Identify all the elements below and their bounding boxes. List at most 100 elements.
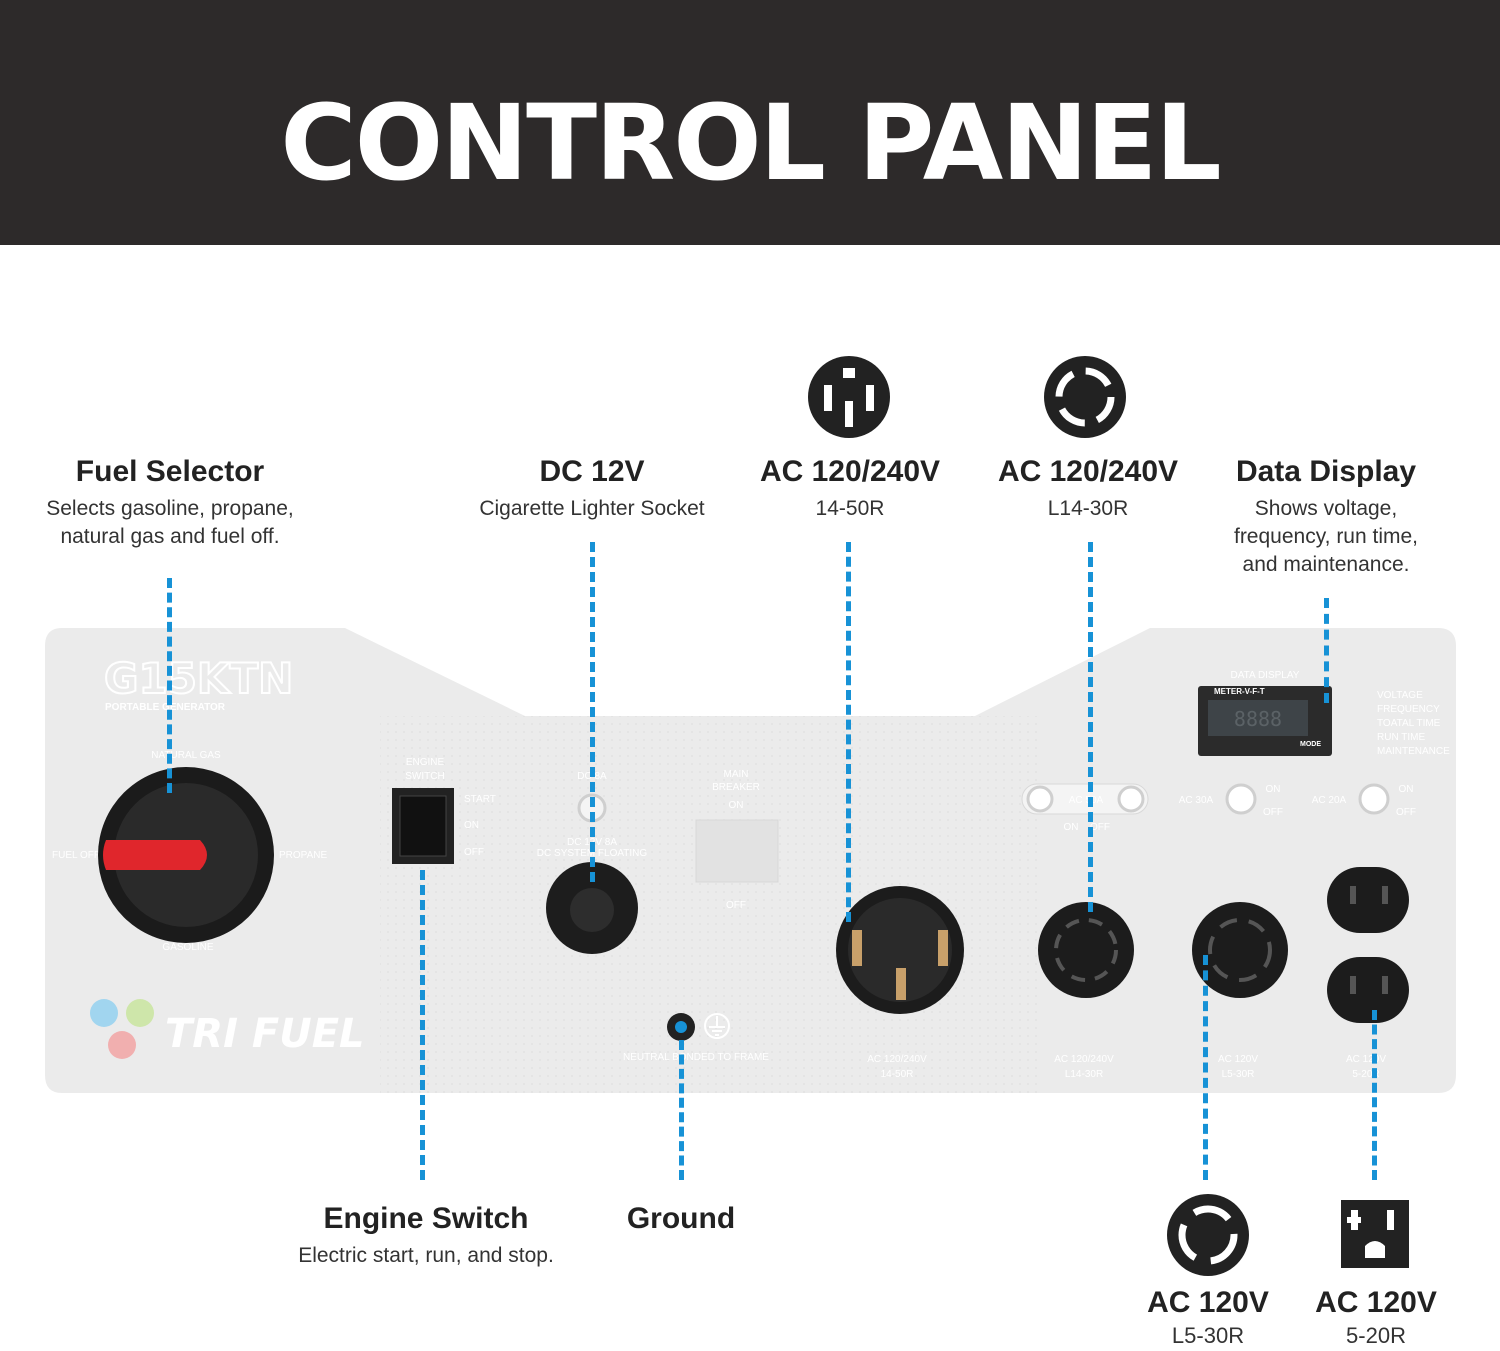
- main-breaker-label-1: MAIN: [724, 769, 749, 780]
- model-subtitle: PORTABLE GENERATOR: [105, 702, 226, 713]
- meter-label: METER-V-F-T: [1214, 687, 1265, 696]
- fuel-pos-gasoline: GASOLINE: [162, 942, 213, 953]
- ac-5-20r-desc: 5-20R: [1346, 1323, 1406, 1348]
- legend-run-time: RUN TIME: [1377, 732, 1425, 743]
- ac-20a-breaker[interactable]: [1358, 783, 1390, 815]
- title-banner: CONTROL PANEL: [0, 0, 1500, 245]
- callout-ground: Ground: [606, 1202, 756, 1236]
- brand-name: TRI FUEL: [165, 1011, 365, 1057]
- main-breaker-label-2: BREAKER: [712, 782, 760, 793]
- dc12v-title: DC 12V: [539, 455, 645, 488]
- ac-50a-on: ON: [1064, 822, 1079, 833]
- outlet-l14-30r-icon: [1044, 356, 1126, 438]
- fuel-selector-title: Fuel Selector: [75, 455, 265, 488]
- ground-title: Ground: [626, 1202, 736, 1235]
- ac-20a-on: ON: [1399, 784, 1414, 795]
- fuel-pos-natural-gas: NATURAL GAS: [151, 750, 221, 761]
- data-display-meter: [1198, 686, 1332, 756]
- ac-50a-breaker-plate: [1021, 783, 1149, 815]
- ac-14-50r-title: AC 120/240V: [759, 455, 941, 488]
- outlet-l14-30r[interactable]: [1038, 902, 1134, 998]
- ac-14-50r-desc: 14-50R: [815, 497, 885, 520]
- engine-switch-off: OFF: [464, 847, 484, 858]
- leader-l5-30r: [1203, 955, 1208, 1180]
- engine-switch-start: START: [464, 794, 496, 805]
- ac-20a-off: OFF: [1396, 807, 1416, 818]
- leader-dc12v: [590, 542, 595, 882]
- callout-engine-switch: Engine Switch Electric start, run, and s…: [276, 1202, 576, 1270]
- main-breaker[interactable]: [695, 819, 779, 883]
- meter-mode-button[interactable]: MODE: [1300, 741, 1321, 748]
- outlet-14-50r-label: AC 120/240V: [867, 1054, 927, 1065]
- outlet-14-50r[interactable]: [836, 886, 964, 1014]
- leader-14-50r: [846, 542, 851, 922]
- ac-30a-label: AC 30A: [1179, 795, 1214, 806]
- outlet-14-50r-sub: 14-50R: [881, 1069, 914, 1080]
- main-breaker-off: OFF: [726, 900, 746, 911]
- fuel-pos-propane: PROPANE: [279, 850, 327, 861]
- engine-switch-label-1: ENGINE: [406, 757, 445, 768]
- callout-data-display: Data Display Shows voltage, frequency, r…: [1216, 455, 1436, 579]
- callout-14-50r: AC 120/240V 14-50R: [750, 455, 950, 523]
- meter-readout: 8888: [1234, 707, 1282, 731]
- leader-ground: [679, 1040, 684, 1180]
- fuel-selector-desc-2: natural gas and fuel off.: [60, 525, 280, 548]
- ac-l14-30r-title: AC 120/240V: [997, 455, 1179, 488]
- fuel-selector-desc-1: Selects gasoline, propane,: [46, 497, 294, 520]
- engine-switch-on: ON: [464, 820, 479, 831]
- fuel-selector-knob[interactable]: [98, 767, 274, 943]
- legend-frequency: FREQUENCY: [1377, 704, 1440, 715]
- ac-50a-breaker-right[interactable]: [1117, 785, 1145, 813]
- outlet-l5-30r[interactable]: [1192, 902, 1288, 998]
- callout-l14-30r: AC 120/240V L14-30R: [985, 455, 1191, 523]
- main-breaker-on: ON: [729, 800, 744, 811]
- outlet-5-20r-sub: 5-20R: [1352, 1069, 1379, 1080]
- callout-5-20r: AC 120V 5-20R: [1296, 1286, 1456, 1350]
- engine-switch-title: Engine Switch: [323, 1202, 529, 1235]
- data-display-desc-1: Shows voltage,: [1254, 497, 1398, 520]
- data-display-desc-2: frequency, run time,: [1233, 525, 1419, 548]
- engine-switch-desc: Electric start, run, and stop.: [298, 1244, 554, 1267]
- outlet-5-20r-icon: [1341, 1200, 1409, 1268]
- ac-l14-30r-desc: L14-30R: [1047, 497, 1129, 520]
- outlet-5-20r-top[interactable]: [1327, 867, 1409, 933]
- outlet-l14-30r-sub: L14-30R: [1065, 1069, 1103, 1080]
- outlet-l5-30r-icon: [1167, 1194, 1249, 1276]
- legend-total-time: TOATAL TIME: [1377, 718, 1441, 729]
- ac-50a-off: OFF: [1090, 822, 1110, 833]
- ac-l5-30r-desc: L5-30R: [1171, 1323, 1245, 1348]
- ground-terminal-core: [675, 1021, 687, 1033]
- ground-symbol-icon: [704, 1013, 730, 1039]
- outlet-l5-30r-label: AC 120V: [1218, 1054, 1258, 1065]
- leader-l14-30r: [1088, 542, 1093, 912]
- engine-switch-label-2: SWITCH: [405, 771, 444, 782]
- engine-rocker-switch[interactable]: [392, 788, 454, 864]
- ac-50a-label: AC 50A: [1069, 795, 1104, 806]
- leader-5-20r: [1372, 1010, 1377, 1180]
- outlet-l14-30r-label: AC 120/240V: [1054, 1054, 1114, 1065]
- outlet-14-50r-icon: [808, 356, 890, 438]
- fuel-pos-off: FUEL OFF: [52, 850, 100, 861]
- legend-voltage: VOLTAGE: [1377, 690, 1423, 701]
- dc-12v-socket[interactable]: [546, 862, 638, 954]
- data-display-title: DATA DISPLAY: [1231, 670, 1300, 681]
- callout-fuel-selector: Fuel Selector Selects gasoline, propane,…: [20, 455, 320, 551]
- trifuel-logo-icon: [90, 999, 154, 1059]
- ground-label: NEUTRAL BONDED TO FRAME: [623, 1052, 769, 1063]
- banner-title: CONTROL PANEL: [280, 82, 1221, 204]
- leader-engine-switch: [420, 870, 425, 1180]
- ac-30a-breaker[interactable]: [1225, 783, 1257, 815]
- ac-5-20r-title: AC 120V: [1315, 1286, 1437, 1319]
- ac-30a-off: OFF: [1263, 807, 1283, 818]
- ac-30a-on: ON: [1266, 784, 1281, 795]
- outlet-l5-30r-sub: L5-30R: [1222, 1069, 1255, 1080]
- leader-fuel-selector: [167, 578, 172, 793]
- leader-data-display: [1324, 598, 1329, 703]
- data-display-desc-3: and maintenance.: [1242, 553, 1410, 576]
- callout-l5-30r: AC 120V L5-30R: [1128, 1286, 1288, 1350]
- ac-50a-breaker-left[interactable]: [1026, 785, 1054, 813]
- outlet-5-20r-bottom[interactable]: [1327, 957, 1409, 1023]
- dc12v-desc: Cigarette Lighter Socket: [479, 497, 705, 520]
- model-name: G15KTN: [104, 654, 293, 703]
